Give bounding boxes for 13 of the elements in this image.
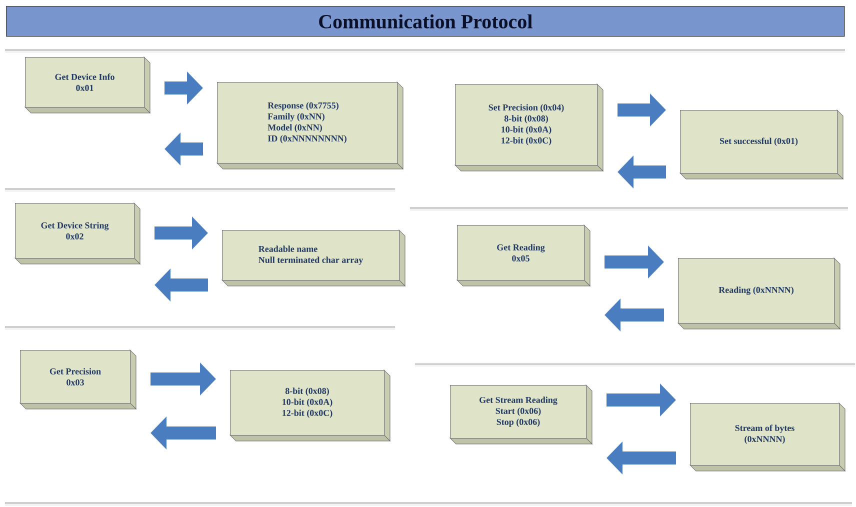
- process-box: Get Stream Reading Start (0x06) Stop (0x06): [450, 384, 592, 444]
- process-box: Get Device Info 0x01: [24, 56, 150, 114]
- title-band: Communication Protocol: [6, 6, 845, 37]
- process-box: Set successful (0x01): [680, 110, 844, 180]
- process-box: Set Precision (0x04) 8-bit (0x08) 10-bit (0x0A) 12-bit (0x0C): [454, 84, 604, 172]
- process-box: Stream of bytes (0xNNNN): [690, 402, 846, 472]
- process-box: Reading (0xNNNN): [678, 258, 840, 330]
- process-box: Get Reading 0x05: [456, 224, 590, 286]
- process-box: 8-bit (0x08) 10-bit (0x0A) 12-bit (0x0C): [230, 370, 390, 442]
- process-box: Get Precision 0x03: [20, 350, 136, 410]
- process-box: Response (0x7755) Family (0xNN) Model (0xNN) ID (0xNNNNNNNN): [216, 82, 404, 170]
- process-box: Get Device String 0x02: [14, 202, 140, 264]
- process-box: Readable name Null terminated char array: [222, 230, 406, 286]
